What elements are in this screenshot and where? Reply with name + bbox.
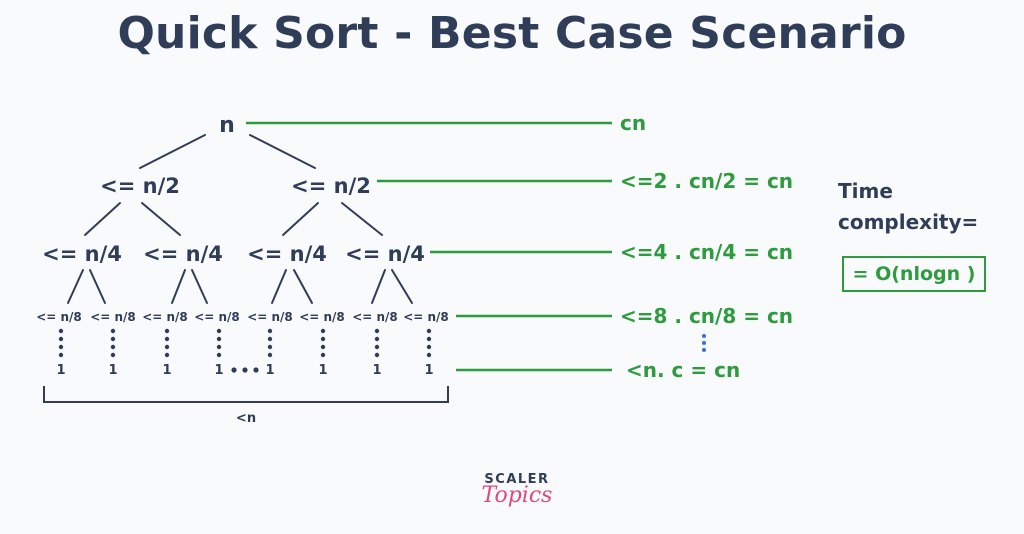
node-l2: <= n/4 [42, 242, 122, 266]
tree-edges [67, 134, 413, 304]
vertical-ellipsis-icon [110, 328, 116, 358]
node-l3: <= n/8 [194, 310, 240, 324]
cost-level-2: <=4 . cn/4 = cn [620, 240, 793, 264]
node-l3: <= n/8 [247, 310, 293, 324]
leaf-node: 1 [372, 363, 381, 378]
vertical-ellipsis-icon [702, 334, 706, 352]
edge-l2a-right [89, 269, 106, 304]
leaf-node: 1 [424, 363, 433, 378]
cost-level-1: <=2 . cn/2 = cn [620, 169, 793, 193]
leaf-node: 1 [56, 363, 65, 378]
horizontal-ellipsis-icon [231, 367, 259, 373]
edge-l1b-left [282, 202, 319, 236]
logo-top-text: SCALER [484, 472, 550, 487]
cost-level-3: <=8 . cn/8 = cn [620, 304, 793, 328]
edge-l2c-right [293, 269, 313, 304]
node-l3: <= n/8 [299, 310, 345, 324]
logo-bottom-text: Topics [481, 483, 553, 508]
leaf-node: 1 [214, 363, 223, 378]
leaf-node: 1 [265, 363, 274, 378]
cost-level-0: cn [620, 111, 646, 135]
node-l3: <= n/8 [403, 310, 449, 324]
edge-root-right [249, 134, 316, 169]
node-l3: <= n/8 [142, 310, 188, 324]
node-l3: <= n/8 [352, 310, 398, 324]
vertical-ellipsis-icon [320, 328, 326, 358]
edge-l2a-left [67, 269, 84, 304]
vertical-ellipsis-icon [374, 328, 380, 358]
ellipsis-columns [58, 328, 432, 358]
node-l2: <= n/4 [247, 242, 327, 266]
node-root: n [219, 113, 235, 138]
edge-l2d-left [371, 269, 386, 304]
edge-l1b-right [341, 202, 383, 236]
cost-level-4: <n. c = cn [626, 358, 740, 382]
vertical-ellipsis-icon [58, 328, 64, 358]
edge-l2c-left [271, 269, 287, 304]
leaf-node: 1 [318, 363, 327, 378]
page-title: Quick Sort - Best Case Scenario [117, 8, 907, 59]
vertical-ellipsis-icon [267, 328, 273, 358]
vertical-ellipsis-icon [216, 328, 222, 358]
level-connectors [246, 121, 612, 372]
time-complexity-value: = O(nlogn ) [842, 256, 986, 292]
edge-l1a-right [141, 202, 181, 236]
scaler-topics-logo: SCALER Topics [472, 472, 562, 508]
leaf-node: 1 [108, 363, 117, 378]
edge-l2d-right [391, 269, 413, 304]
node-l3: <= n/8 [90, 310, 136, 324]
node-l1: <= n/2 [291, 174, 371, 198]
time-complexity-label: Time complexity= [838, 179, 979, 234]
vertical-ellipsis-icon [426, 328, 432, 358]
node-l3: <= n/8 [36, 310, 82, 324]
edge-l2b-right [191, 269, 208, 304]
node-l1: <= n/2 [100, 174, 180, 198]
leaf-node: 1 [162, 363, 171, 378]
vertical-ellipsis-icon [164, 328, 170, 358]
node-l2: <= n/4 [143, 242, 223, 266]
edge-l1a-left [84, 202, 121, 236]
edge-root-left [139, 134, 206, 169]
leaf-bracket-label: <n [236, 411, 256, 426]
edge-l2b-left [171, 269, 186, 304]
leaf-bracket [43, 386, 449, 403]
node-l2: <= n/4 [345, 242, 425, 266]
